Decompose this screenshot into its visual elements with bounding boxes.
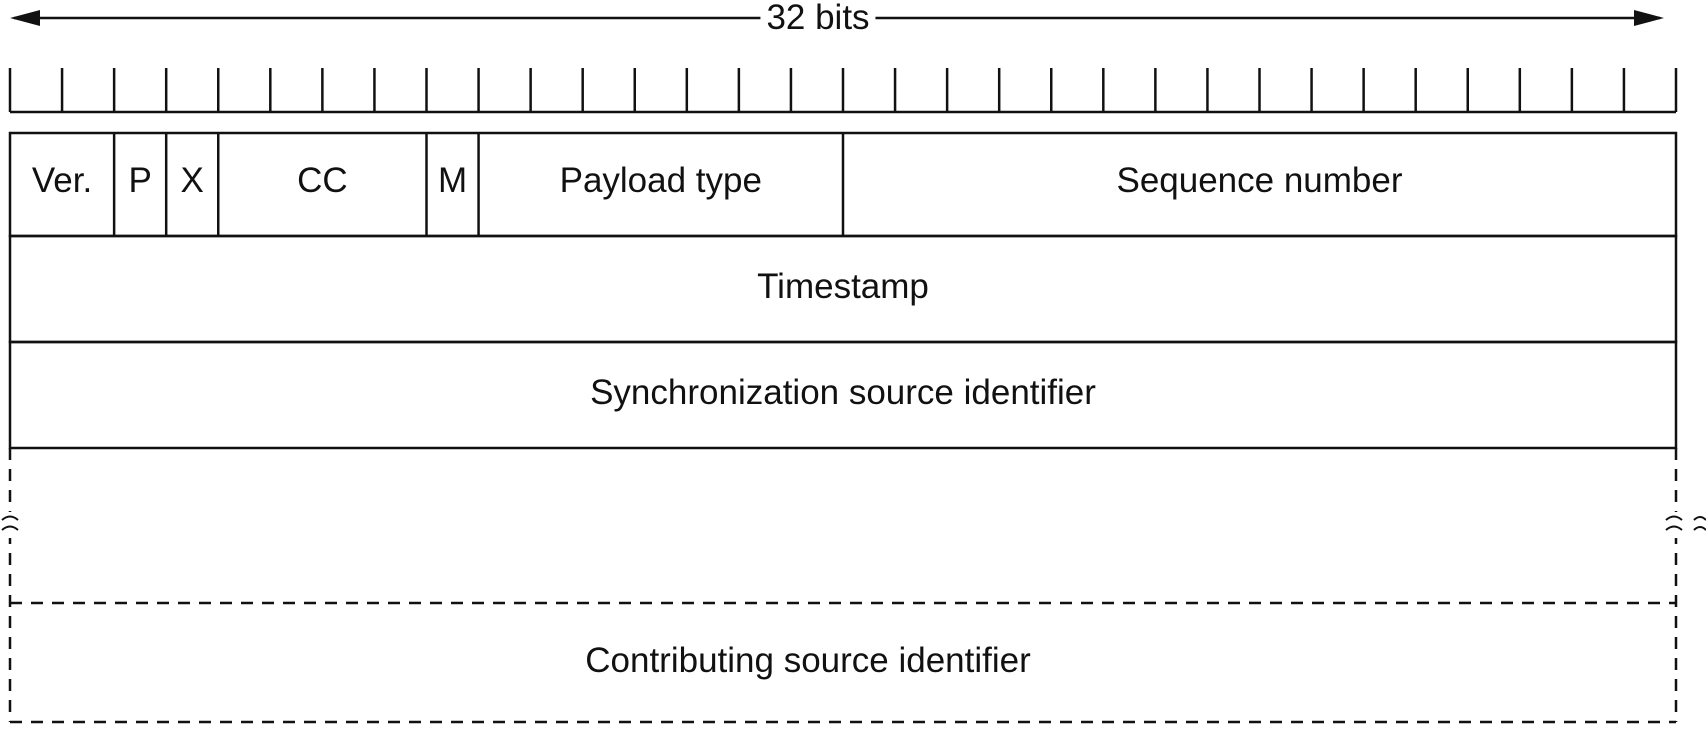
header-field-label: X <box>180 161 204 200</box>
header-field-label: CC <box>297 161 348 200</box>
timestamp-label: Timestamp <box>757 267 929 306</box>
word-width-label: 32 bits <box>760 0 876 38</box>
break-mark-left <box>1 512 19 538</box>
header-field-label: Sequence number <box>1116 161 1403 200</box>
csrc-dashed-outline <box>8 448 1678 724</box>
header-field-label: Ver. <box>31 161 93 200</box>
break-mark-right <box>1665 512 1706 538</box>
csrc-label: Contributing source identifier <box>585 641 1031 680</box>
header-field-label: M <box>437 161 468 200</box>
width-arrow-head-right <box>1634 10 1664 26</box>
header-field-dividers <box>112 133 845 236</box>
header-field-label: Payload type <box>559 161 762 200</box>
width-arrow-head-left <box>10 10 40 26</box>
header-field-label: P <box>128 161 152 200</box>
ssrc-label: Synchronization source identifier <box>590 373 1096 412</box>
bit-ruler-ticks <box>8 68 1678 112</box>
ssrc-row-box <box>8 340 1678 450</box>
